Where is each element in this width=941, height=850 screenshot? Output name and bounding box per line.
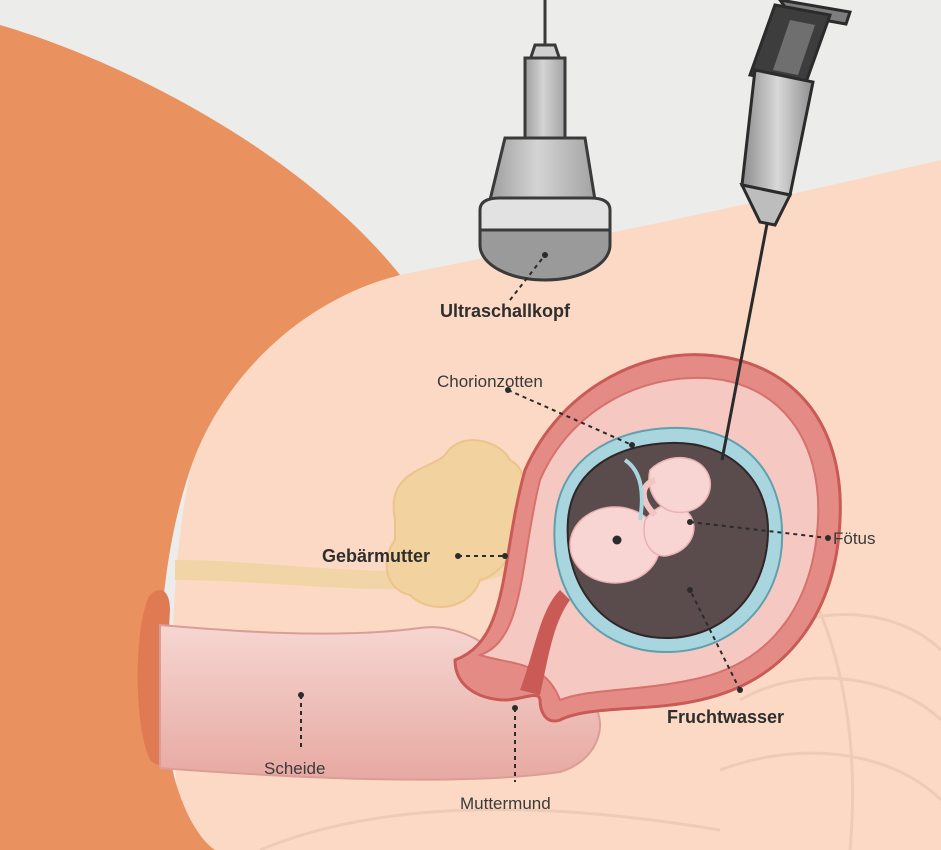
label-fetus: Fötus [833, 530, 876, 547]
label-uterus: Gebärmutter [322, 547, 430, 565]
label-vagina: Scheide [264, 760, 325, 777]
label-chorion: Chorionzotten [437, 373, 543, 390]
label-probe: Ultraschallkopf [440, 302, 570, 320]
label-cervix: Muttermund [460, 795, 551, 812]
label-amniotic-fluid: Fruchtwasser [667, 708, 784, 726]
